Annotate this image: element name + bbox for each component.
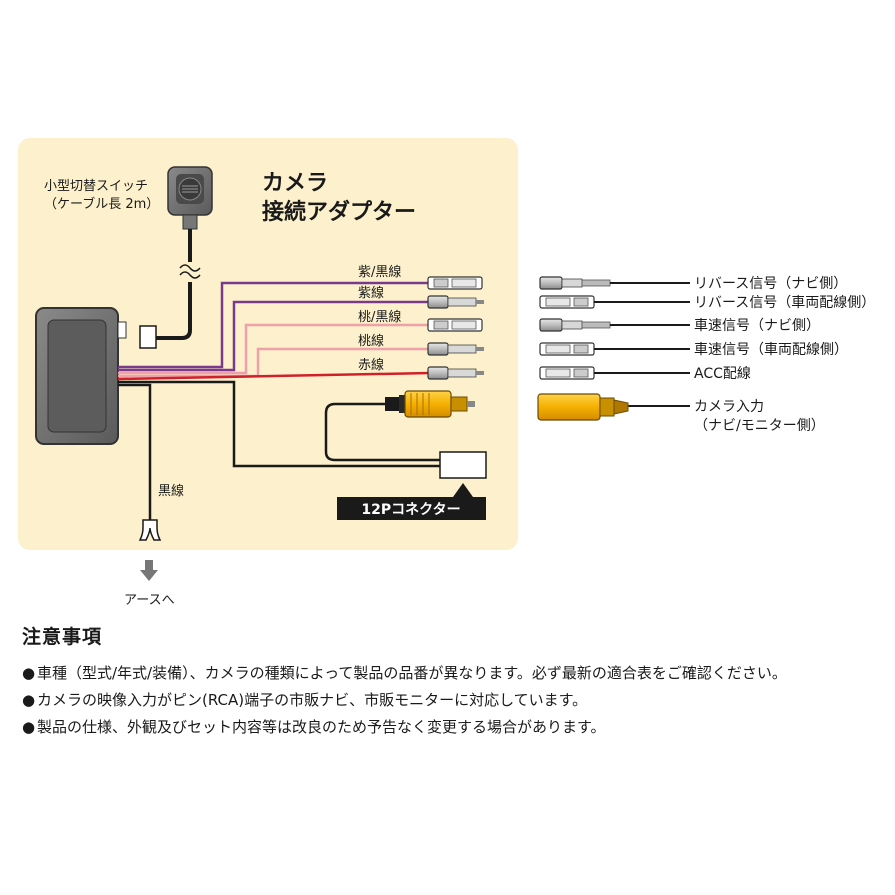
- female-terminal-icon: [539, 342, 595, 356]
- ground-terminal-icon: [138, 512, 162, 541]
- switch-label-line2: （ケーブル長 2m）: [44, 196, 159, 212]
- notes-section: 注意事項 ●車種（型式/年式/装備）、カメラの種類によって製品の品番が異なります…: [22, 622, 882, 744]
- down-arrow-icon: [140, 560, 158, 581]
- camera-input-label-line1: カメラ入力: [694, 399, 764, 415]
- female-terminal-icon: [427, 276, 483, 290]
- female-terminal-icon: [539, 295, 595, 309]
- signal-label: リバース信号（ナビ側）: [694, 276, 847, 292]
- note-item: ●車種（型式/年式/装備）、カメラの種類によって製品の品番が異なります。必ず最新…: [22, 663, 882, 683]
- wire-label: 赤線: [358, 357, 384, 373]
- adapter-title-line1: カメラ: [262, 171, 328, 196]
- signal-label: リバース信号（車両配線側）: [694, 294, 875, 311]
- camera-input-label-line2: （ナビ/モニター側）: [694, 418, 825, 434]
- earth-label: アースへ: [124, 593, 175, 608]
- rca-jack-icon: [537, 393, 629, 421]
- note-text: カメラの映像入力がピン(RCA)端子の市販ナビ、市販モニターに対応しています。: [37, 691, 588, 709]
- wire-label: 桃線: [358, 333, 384, 349]
- notes-title: 注意事項: [22, 626, 103, 648]
- vehicle-terminals: [539, 276, 611, 380]
- signal-label: 車速信号（ナビ側）: [694, 317, 820, 334]
- switch-plug: [139, 325, 157, 349]
- bullet-icon: ●: [22, 718, 36, 736]
- male-terminal-icon: [539, 276, 611, 290]
- male-terminal-icon: [539, 318, 611, 332]
- harness-wires: [117, 281, 440, 512]
- 12p-connector: [439, 451, 487, 479]
- adapter-title-line2: 接続アダプター: [262, 199, 416, 225]
- male-terminal-icon: [427, 342, 484, 356]
- female-terminal-icon: [539, 366, 595, 380]
- vehicle-wires: [594, 282, 690, 407]
- signal-label: 車速信号（車両配線側）: [694, 341, 848, 358]
- male-terminal-icon: [427, 295, 484, 309]
- connector-label: 12Pコネクター: [361, 502, 460, 518]
- wire-label: 桃/黒線: [358, 309, 401, 325]
- wire-label: 紫線: [358, 285, 384, 301]
- bullet-icon: ●: [22, 691, 36, 709]
- adapter-terminals: [427, 276, 484, 380]
- note-text: 車種（型式/年式/装備）、カメラの種類によって製品の品番が異なります。必ず最新の…: [37, 664, 787, 682]
- note-item: ●製品の仕様、外観及びセット内容等は改良のため予告なく変更する場合があります。: [22, 717, 882, 737]
- adapter-panel: [18, 138, 518, 550]
- note-item: ●カメラの映像入力がピン(RCA)端子の市販ナビ、市販モニターに対応しています。: [22, 690, 882, 710]
- note-text: 製品の仕様、外観及びセット内容等は改良のため予告なく変更する場合があります。: [37, 718, 606, 736]
- switch-cable: [155, 229, 201, 340]
- adapter-box: [35, 307, 127, 445]
- rca-plug-icon: [385, 390, 475, 418]
- connector-callout: [337, 483, 486, 520]
- male-terminal-icon: [427, 366, 484, 380]
- female-terminal-icon: [427, 318, 483, 332]
- toggle-switch-icon: [167, 166, 213, 230]
- bullet-icon: ●: [22, 664, 36, 682]
- signal-label: ACC配線: [694, 366, 751, 382]
- switch-label-line1: 小型切替スイッチ: [44, 179, 148, 194]
- wire-label: 紫/黒線: [358, 264, 401, 280]
- ground-wire-label: 黒線: [158, 483, 184, 499]
